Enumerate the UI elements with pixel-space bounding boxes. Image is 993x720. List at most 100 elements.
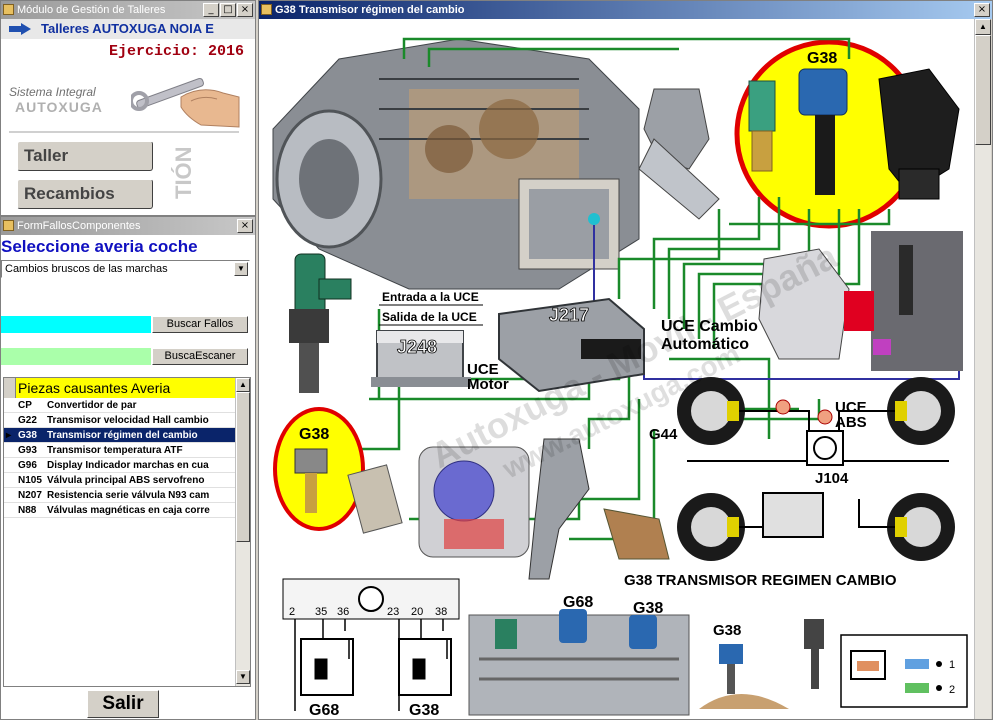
brand-label: AUTOXUGA [15,99,103,115]
row-code: G93 [18,445,37,456]
busca-escaner-button[interactable]: BuscaEscaner [152,348,248,365]
row-name: Transmisor temperatura ATF [47,445,183,456]
list-item[interactable]: G22 Transmisor velocidad Hall cambio [4,413,235,428]
list-header: Piezas causantes Averia [16,378,235,398]
scroll-up-icon[interactable]: ▲ [236,378,250,392]
chevron-down-icon[interactable]: ▼ [234,262,248,276]
row-name: Convertidor de par [47,400,137,411]
pump-illustration [418,446,530,558]
diagram-scrollbar[interactable]: ▲ [974,19,991,719]
recambios-button[interactable]: Recambios [17,179,153,209]
pin-2-0: 23 [387,606,399,618]
g38-small-label: G38 [713,622,741,639]
buscar-fallos-button[interactable]: Buscar Fallos [152,316,248,333]
main-window-title: Módulo de Gestión de Talleres [17,4,166,16]
main-window-titlebar[interactable]: Módulo de Gestión de Talleres _ □ × [1,1,255,19]
sistema-label: Sistema Integral [9,85,96,99]
g38-left-callout [273,407,403,534]
list-scrollbar[interactable]: ▲ ▼ [235,378,250,686]
j248-ecu [371,330,471,387]
pin-2-2: 38 [435,606,447,618]
piezas-list[interactable]: Piezas causantes Averia CP Convertidor de… [3,377,251,687]
row-code: CP [18,400,32,411]
averia-select[interactable]: Cambios bruscos de las marchas ▼ [1,260,250,278]
fallos-window: FormFallosComponentes × Seleccione averi… [0,216,256,720]
taller-button[interactable]: Taller [17,141,153,171]
pin-schematic [282,578,460,711]
throttle-illustration [638,88,720,220]
diagram-window-titlebar[interactable]: G38 Transmisor régimen del cambio × [259,1,992,19]
fallos-window-title: FormFallosComponentes [17,220,141,232]
gearbox-illustration [272,38,640,290]
row-code: G38 [18,430,37,441]
pin-1-0: 2 [289,606,295,618]
list-item[interactable]: N207 Resistencia serie válvula N93 cam [4,488,235,503]
diagram-window: G38 Transmisor régimen del cambio × [258,0,993,720]
pedal-illustration [528,438,670,580]
g44-label: G44 [649,426,678,443]
entrada-label: Entrada a la UCE [382,290,479,304]
row-name: Transmisor velocidad Hall cambio [47,415,209,426]
row-name: Display Indicador marchas en cua [47,460,209,471]
uce-cambio-label-1: UCE Cambio [661,318,758,335]
averia-heading: Seleccione averia coche [1,237,198,256]
list-item[interactable]: CP Convertidor de par [4,398,235,413]
g38-mid-label: G38 [633,600,663,617]
j104-label: J104 [815,470,849,487]
g68-top-label: G68 [563,594,593,611]
vertical-text: TIÓN [171,146,196,199]
row-name: Válvulas magnéticas en caja corre [47,505,210,516]
j217-ecu [498,297,645,393]
minimize-icon[interactable]: _ [203,3,219,17]
close-icon[interactable]: × [974,3,990,17]
g38-top-label: G38 [807,50,837,67]
diagram-canvas: G38 [259,19,974,719]
row-code: N207 [18,490,42,501]
list-header-gutter [4,378,16,398]
close-icon[interactable]: × [237,219,253,233]
close-icon[interactable]: × [237,3,253,17]
scroll-thumb[interactable] [975,35,991,145]
pin-2-1: 20 [411,606,423,618]
salir-button[interactable]: Salir [87,690,159,718]
row-code: N105 [18,475,42,486]
scroll-down-icon[interactable]: ▼ [236,670,250,684]
pin-1-1: 35 [315,606,327,618]
row-name: Resistencia serie válvula N93 cam [47,490,210,501]
list-header-row: Piezas causantes Averia [4,378,235,398]
g38-top-callout [734,39,960,229]
header-bar: Talleres AUTOXUGA NOIA E [1,19,255,39]
separator-line [9,131,239,133]
uce-motor-label-1: UCE [467,361,499,378]
scroll-up-icon[interactable]: ▲ [975,19,991,35]
fallos-window-titlebar[interactable]: FormFallosComponentes × [1,217,255,235]
scroll-thumb[interactable] [236,392,250,542]
pin-out-1: 1 [949,659,955,671]
diagram-window-title: G38 Transmisor régimen del cambio [275,4,465,16]
uce-abs-label-2: ABS [835,414,867,431]
j248-label: J248 [397,337,437,357]
sensor-gearbox-illustration [468,609,690,716]
fallos-input[interactable] [1,316,151,333]
fallos-window-body: Seleccione averia coche Cambios bruscos … [1,235,255,719]
wiring-diagram: G38 [272,37,968,719]
header-title: Talleres AUTOXUGA NOIA E [41,21,214,36]
averia-select-value: Cambios bruscos de las marchas [5,263,168,275]
g38-left-label: G38 [299,426,329,443]
arrow-right-icon [9,22,31,35]
g38-sensor-small [699,644,789,709]
row-code: G22 [18,415,37,426]
form-icon [261,4,272,15]
uce-cambio-label-2: Automático [661,336,749,353]
escaner-input[interactable] [1,348,151,365]
maximize-icon[interactable]: □ [220,3,236,17]
list-item[interactable]: G93 Transmisor temperatura ATF [4,443,235,458]
pin-1-2: 36 [337,606,349,618]
ejercicio-label: Ejercicio: 2016 [109,43,245,60]
app-icon [3,4,14,15]
selector-illustration [758,231,963,371]
